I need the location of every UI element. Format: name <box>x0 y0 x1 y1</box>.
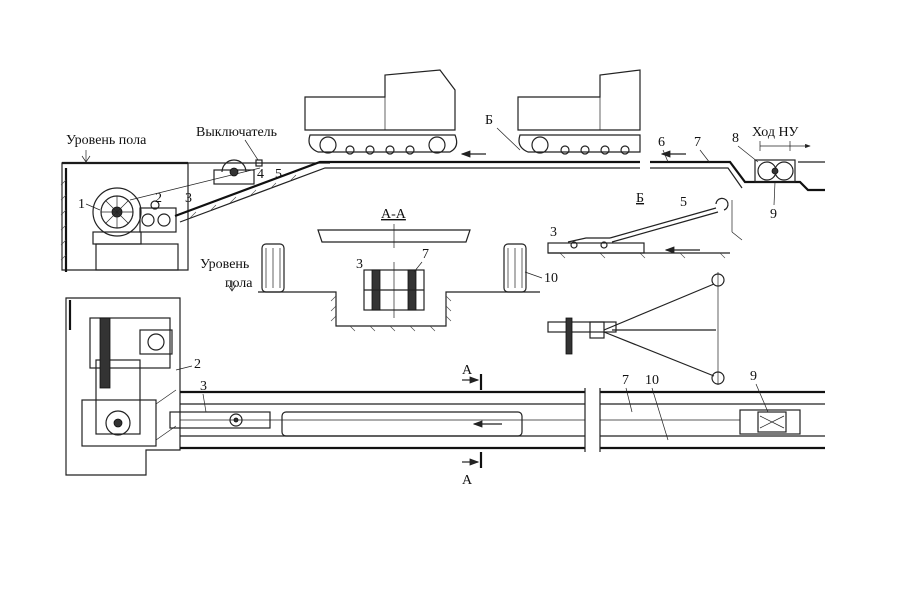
tractor-1 <box>304 69 458 155</box>
view-b <box>547 197 743 385</box>
plan-callout-2: 2 <box>194 357 201 372</box>
callout-1: 1 <box>78 197 85 212</box>
callouts-plan: 2 3 7 10 9 <box>175 357 769 441</box>
section-mark-top: А <box>462 363 473 378</box>
callouts-view-b: 3 5 <box>550 195 687 240</box>
stroke-nu-label: Ход НУ <box>752 125 799 140</box>
section-callout-10: 10 <box>544 271 558 286</box>
callouts-section: 3 7 10 <box>356 247 558 286</box>
view-b-title: Б <box>636 191 644 206</box>
floor-level-section-line1: Уровень <box>200 257 249 272</box>
plan-callout-9: 9 <box>750 369 757 384</box>
plan-callout-10: 10 <box>645 373 659 388</box>
section-mark-bottom: А <box>462 473 473 488</box>
view-b-arrow-label: Б <box>485 113 493 128</box>
winch-drum <box>92 187 142 237</box>
callout-7: 7 <box>694 135 701 150</box>
section-title: А-А <box>381 207 407 222</box>
inclined-track <box>174 160 640 218</box>
floor-level-label: Уровень пола <box>66 133 147 148</box>
floor-level-section-line2: пола <box>225 276 253 291</box>
limit-switch <box>213 159 263 185</box>
drive-pit <box>60 161 189 272</box>
tractor-2 <box>517 69 641 155</box>
section-callout-3: 3 <box>356 257 363 272</box>
callout-6: 6 <box>658 135 665 150</box>
switch-label: Выключатель <box>196 125 277 140</box>
plan-view <box>65 297 825 476</box>
tension-unit <box>754 159 796 183</box>
elevation-view <box>60 69 825 272</box>
callouts-elevation: 1 2 3 4 5 6 7 8 9 <box>78 131 777 222</box>
callout-4: 4 <box>257 167 264 182</box>
callout-3: 3 <box>185 191 192 206</box>
view-b-callout-5: 5 <box>680 195 687 210</box>
callout-2: 2 <box>155 191 162 206</box>
plan-callout-3: 3 <box>200 379 207 394</box>
view-b-callout-3: 3 <box>550 225 557 240</box>
plan-callout-7: 7 <box>622 373 629 388</box>
callout-8: 8 <box>732 131 739 146</box>
callout-9: 9 <box>770 207 777 222</box>
callout-5: 5 <box>275 167 282 182</box>
section-callout-7: 7 <box>422 247 429 262</box>
section-a-a <box>227 224 540 332</box>
